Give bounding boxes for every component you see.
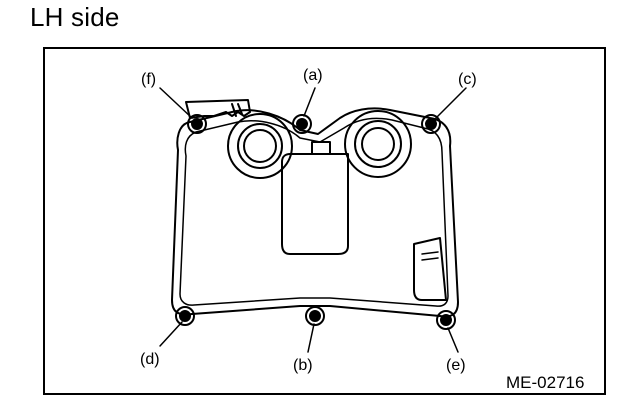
bracket-line xyxy=(421,257,439,261)
bolt-a xyxy=(292,114,312,134)
filler-cap-right xyxy=(344,110,412,178)
leader-c xyxy=(435,87,467,119)
connector-detail xyxy=(237,103,243,115)
leader-d xyxy=(159,321,183,347)
center-boss-tab xyxy=(311,141,331,155)
cover-outer-outline xyxy=(171,107,459,318)
cover-inner-outline xyxy=(179,117,449,307)
bracket-line xyxy=(421,251,439,255)
bolt-b xyxy=(305,306,325,326)
center-boss xyxy=(281,153,349,255)
bolt-e xyxy=(436,310,456,330)
leader-b xyxy=(307,323,315,353)
figure-code: ME-02716 xyxy=(506,373,584,392)
page-title: LH side xyxy=(30,2,120,32)
leader-a xyxy=(303,87,316,117)
bolt-d xyxy=(175,306,195,326)
figure-frame xyxy=(43,47,606,395)
bolt-c xyxy=(421,114,441,134)
leader-f xyxy=(159,87,193,119)
side-bracket xyxy=(413,237,447,301)
callout-c: (c) xyxy=(458,71,477,88)
callout-f: (f) xyxy=(141,71,156,88)
filler-cap-left xyxy=(227,113,293,179)
leader-e xyxy=(447,327,459,353)
callout-e: (e) xyxy=(446,357,466,374)
connector-detail xyxy=(231,103,237,117)
callout-d: (d) xyxy=(140,351,160,368)
callout-a: (a) xyxy=(303,67,323,84)
bolt-f xyxy=(187,114,207,134)
callout-b: (b) xyxy=(293,357,313,374)
connector-bracket xyxy=(185,99,251,119)
